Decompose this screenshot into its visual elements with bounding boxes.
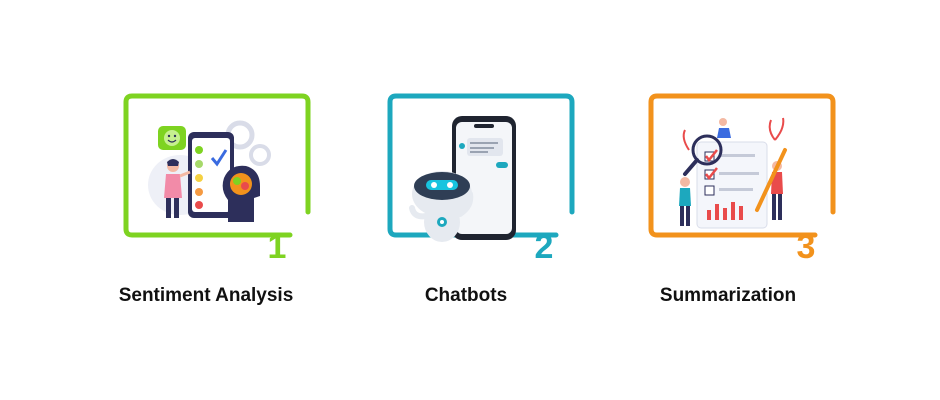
card-number: 3 (796, 228, 816, 266)
label-chatbots: Chatbots (424, 285, 508, 306)
card-frame (123, 93, 311, 238)
card-number: 1 (267, 228, 287, 266)
card-frame (648, 93, 836, 238)
card-sentiment-analysis: 1 (120, 90, 315, 264)
card-number: 2 (534, 228, 554, 266)
card-chatbots: 2 (384, 90, 579, 264)
summarization-checklist-illustration (679, 117, 787, 229)
card-summarization: 3 (645, 90, 840, 264)
label-summarization: Summarization (659, 285, 797, 306)
label-sentiment-analysis: Sentiment Analysis (118, 285, 294, 306)
chatbot-robot-illustration (409, 116, 516, 242)
sentiment-analysis-illustration (148, 120, 271, 222)
card-frame (387, 93, 575, 238)
